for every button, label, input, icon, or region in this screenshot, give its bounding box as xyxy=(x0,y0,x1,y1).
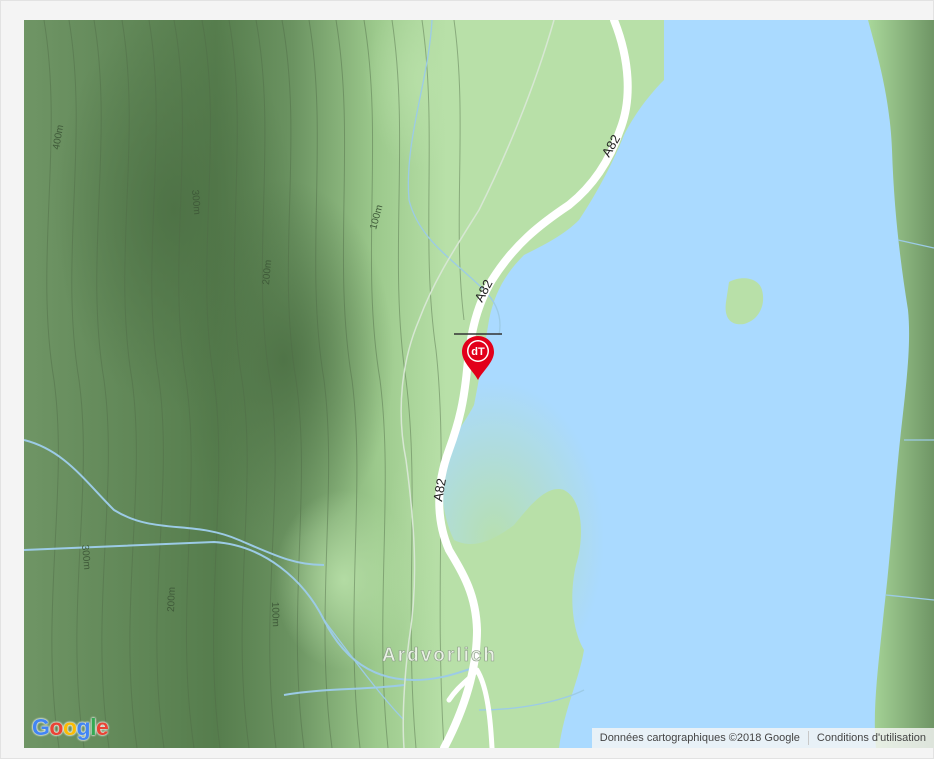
marker-text: dT xyxy=(471,346,485,358)
contour-label: 300m xyxy=(79,544,92,570)
road-label-a82: A82 xyxy=(430,477,449,502)
logo-letter: o xyxy=(49,714,63,740)
map-attribution-bar: Données cartographiques ©2018 Google Con… xyxy=(591,728,934,748)
terms-of-use-link[interactable]: Conditions d'utilisation xyxy=(816,732,926,744)
attribution-divider xyxy=(807,731,809,745)
contour-label: 300m xyxy=(189,189,202,215)
place-label-ardvorlich[interactable]: Ardvorlich xyxy=(382,645,497,667)
logo-letter: o xyxy=(62,714,77,740)
contour-label: 200m xyxy=(166,587,178,612)
logo-letter: e xyxy=(95,714,109,740)
contour-label: 400m xyxy=(51,124,66,151)
logo-letter: G xyxy=(32,714,50,740)
logo-letter: g xyxy=(76,714,91,740)
map-pin-icon[interactable]: dT xyxy=(454,332,506,384)
map-terrain: 400m 300m 200m 100m 300m 200m 100m A82 A… xyxy=(24,20,934,748)
road-ardvorlich-junction xyxy=(446,667,495,748)
logo-letter: l xyxy=(90,714,96,740)
streams xyxy=(24,20,934,721)
road-a82 xyxy=(435,20,632,748)
railway-line xyxy=(400,20,555,748)
hill-light xyxy=(274,490,414,670)
island xyxy=(725,278,764,325)
map-data-attribution: Données cartographiques ©2018 Google xyxy=(599,732,800,744)
google-logo[interactable]: Google xyxy=(32,714,109,741)
hill-light xyxy=(364,20,484,170)
contour-label: 200m xyxy=(261,259,274,285)
east-shore xyxy=(868,20,934,748)
hill-light xyxy=(384,380,604,700)
hill-shade xyxy=(174,180,394,540)
map-canvas[interactable]: 400m 300m 200m 100m 300m 200m 100m A82 A… xyxy=(24,20,934,748)
contour-label: 100m xyxy=(269,602,281,627)
